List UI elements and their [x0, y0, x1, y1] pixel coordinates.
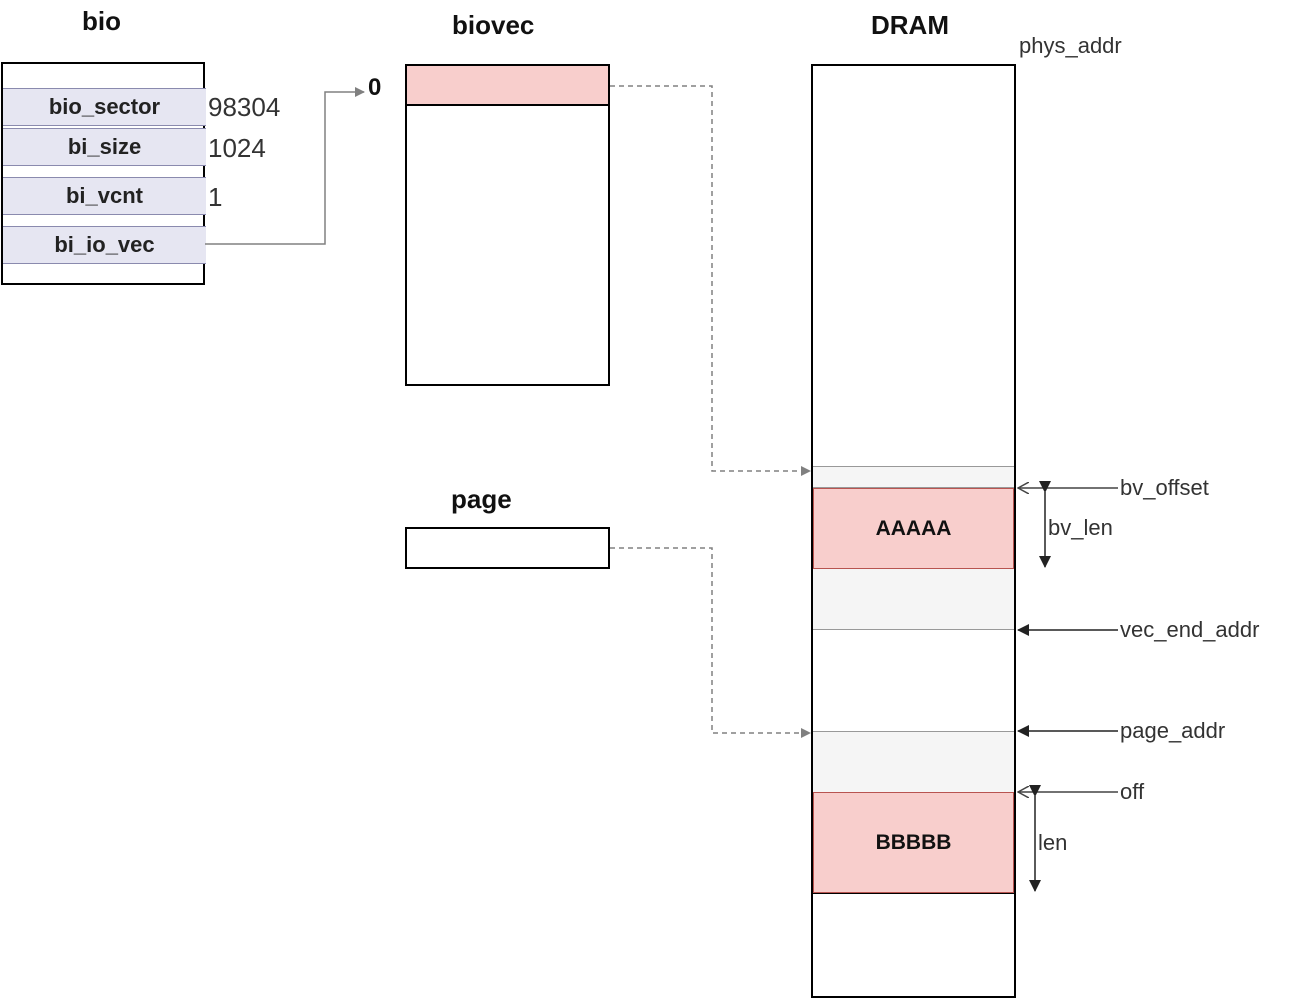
dram-divider — [813, 893, 1014, 894]
bio-field-bi-size: bi_size — [3, 128, 206, 166]
dram-gap-before-a — [813, 466, 1014, 488]
dram-gap-before-b — [813, 731, 1014, 792]
bi-io-vec-to-biovec-arrow — [205, 87, 365, 245]
bio-field-bi-io-vec: bi_io_vec — [3, 226, 206, 264]
dram-block-aaaaa: AAAAA — [813, 488, 1014, 569]
len-label: len — [1038, 830, 1068, 855]
page-struct — [405, 527, 610, 569]
vec-end-addr-label: vec_end_addr — [1120, 617, 1260, 642]
bi-vcnt-value: 1 — [208, 182, 223, 212]
bio-title: bio — [82, 6, 121, 36]
dram-gap-after-a — [813, 569, 1014, 630]
page-to-dram-dashed-arrow — [610, 547, 811, 738]
page-addr-label: page_addr — [1120, 718, 1226, 743]
biovec-index-label: 0 — [368, 74, 382, 101]
bv-offset-label: bv_offset — [1120, 475, 1209, 500]
biovec-entry-0 — [407, 66, 608, 106]
page-title: page — [451, 484, 512, 514]
phys-addr-label: phys_addr — [1019, 33, 1122, 58]
dram-block-bbbbb: BBBBB — [813, 792, 1014, 893]
bio-field-bi-vcnt: bi_vcnt — [3, 177, 206, 215]
bio-sector-value: 98304 — [208, 92, 281, 122]
biovec-to-dram-dashed-arrow — [610, 85, 811, 476]
off-label: off — [1120, 779, 1145, 804]
dram-title: DRAM — [871, 10, 949, 40]
bio-field-bio-sector: bio_sector — [3, 88, 206, 126]
biovec-array — [405, 64, 610, 386]
bi-size-value: 1024 — [208, 133, 266, 163]
biovec-title: biovec — [452, 10, 535, 40]
bv-len-label: bv_len — [1048, 515, 1113, 540]
bio-struct: bio_sector bi_size bi_vcnt bi_io_vec — [1, 62, 206, 285]
